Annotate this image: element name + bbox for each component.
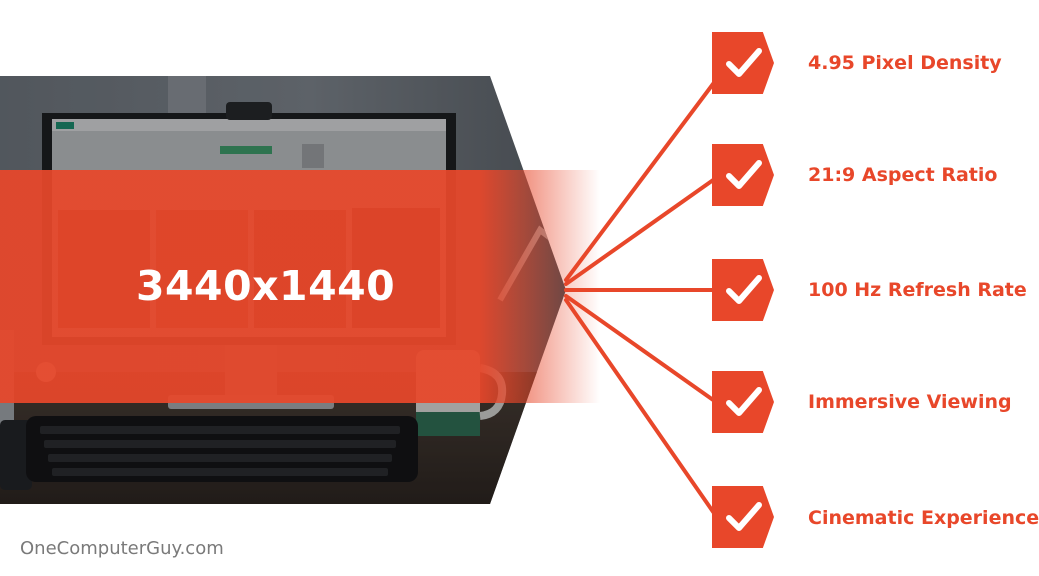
feature-label-immersive-viewing: Immersive Viewing <box>808 391 1012 413</box>
resolution-text: 3440x1440 <box>136 262 396 310</box>
site-watermark: OneComputerGuy.com <box>20 538 224 559</box>
checkmark-icon <box>726 502 762 531</box>
resolution-banner <box>0 170 600 403</box>
feature-badge-aspect-ratio <box>712 144 774 206</box>
checkmark-icon <box>726 48 762 77</box>
feature-badge-refresh-rate <box>712 259 774 321</box>
feature-label-aspect-ratio: 21:9 Aspect Ratio <box>808 164 998 186</box>
feature-label-cinematic-experience: Cinematic Experience <box>808 507 1039 529</box>
feature-badge-pixel-density <box>712 32 774 94</box>
checkmark-icon <box>726 275 762 304</box>
checkmark-icon <box>726 160 762 189</box>
feature-label-pixel-density: 4.95 Pixel Density <box>808 52 1002 74</box>
feature-label-refresh-rate: 100 Hz Refresh Rate <box>808 279 1027 301</box>
feature-badge-immersive-viewing <box>712 371 774 433</box>
checkmark-icon <box>726 387 762 416</box>
feature-badge-cinematic-experience <box>712 486 774 548</box>
